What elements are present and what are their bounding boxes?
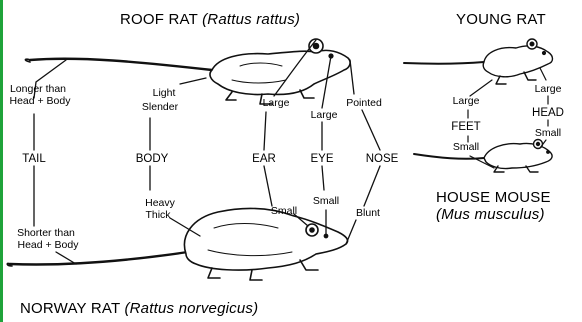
ear-norway-label: Small (271, 205, 297, 217)
head-line-young (540, 68, 546, 80)
young-rat-title: YOUNG RAT (456, 11, 546, 28)
feet-line-young (470, 80, 492, 96)
nose-norway-label: Blunt (356, 207, 380, 219)
feet-mouse-label: Small (453, 141, 479, 153)
nose-line-mid (362, 110, 380, 150)
feet-label: FEET (451, 121, 480, 133)
roof-rat-title: ROOF RAT (Rattus rattus) (120, 11, 300, 28)
nose-line-roof (350, 60, 354, 94)
tail-roof-label-2: Head + Body (9, 95, 71, 107)
roof-rat-drawing (25, 39, 350, 104)
eye-label: EYE (310, 153, 333, 165)
nose-line-norway (346, 220, 356, 244)
nose-line-mid2 (364, 166, 380, 206)
ear-line-mid (264, 112, 266, 150)
body-norway-label-1: Heavy (145, 197, 176, 209)
eye-norway-label: Small (313, 195, 339, 207)
house-mouse-drawing (414, 140, 552, 173)
nose-roof-label: Pointed (346, 97, 382, 109)
body-line-roof (180, 78, 206, 84)
tail-norway-label-1: Shorter than (17, 227, 75, 239)
norway-rat-title: NORWAY RAT (Rattus norvegicus) (20, 300, 258, 317)
house-mouse-latin: (Mus musculus) (436, 206, 545, 223)
nose-label: NOSE (366, 153, 399, 165)
tail-norway-label-2: Head + Body (17, 239, 79, 251)
ear-line-mid2 (264, 166, 272, 206)
tail-label: TAIL (22, 153, 46, 165)
eye-line-mid2 (322, 166, 324, 190)
house-mouse-title: HOUSE MOUSE (436, 189, 551, 206)
head-label: HEAD (532, 107, 564, 119)
body-roof-label-2: Slender (142, 101, 179, 113)
ear-label: EAR (252, 153, 276, 165)
head-mouse-label: Small (535, 127, 561, 139)
feet-young-label: Large (453, 95, 480, 107)
young-rat-drawing (404, 39, 553, 84)
body-norway-label-2: Thick (145, 209, 171, 221)
tail-line-norway (56, 252, 76, 264)
tail-roof-label-1: Longer than (10, 83, 66, 95)
body-label: BODY (136, 153, 169, 165)
ear-roof-label: Large (263, 97, 290, 109)
head-young-label: Large (535, 83, 562, 95)
eye-roof-label: Large (311, 109, 338, 121)
body-roof-label-1: Light (153, 87, 176, 99)
